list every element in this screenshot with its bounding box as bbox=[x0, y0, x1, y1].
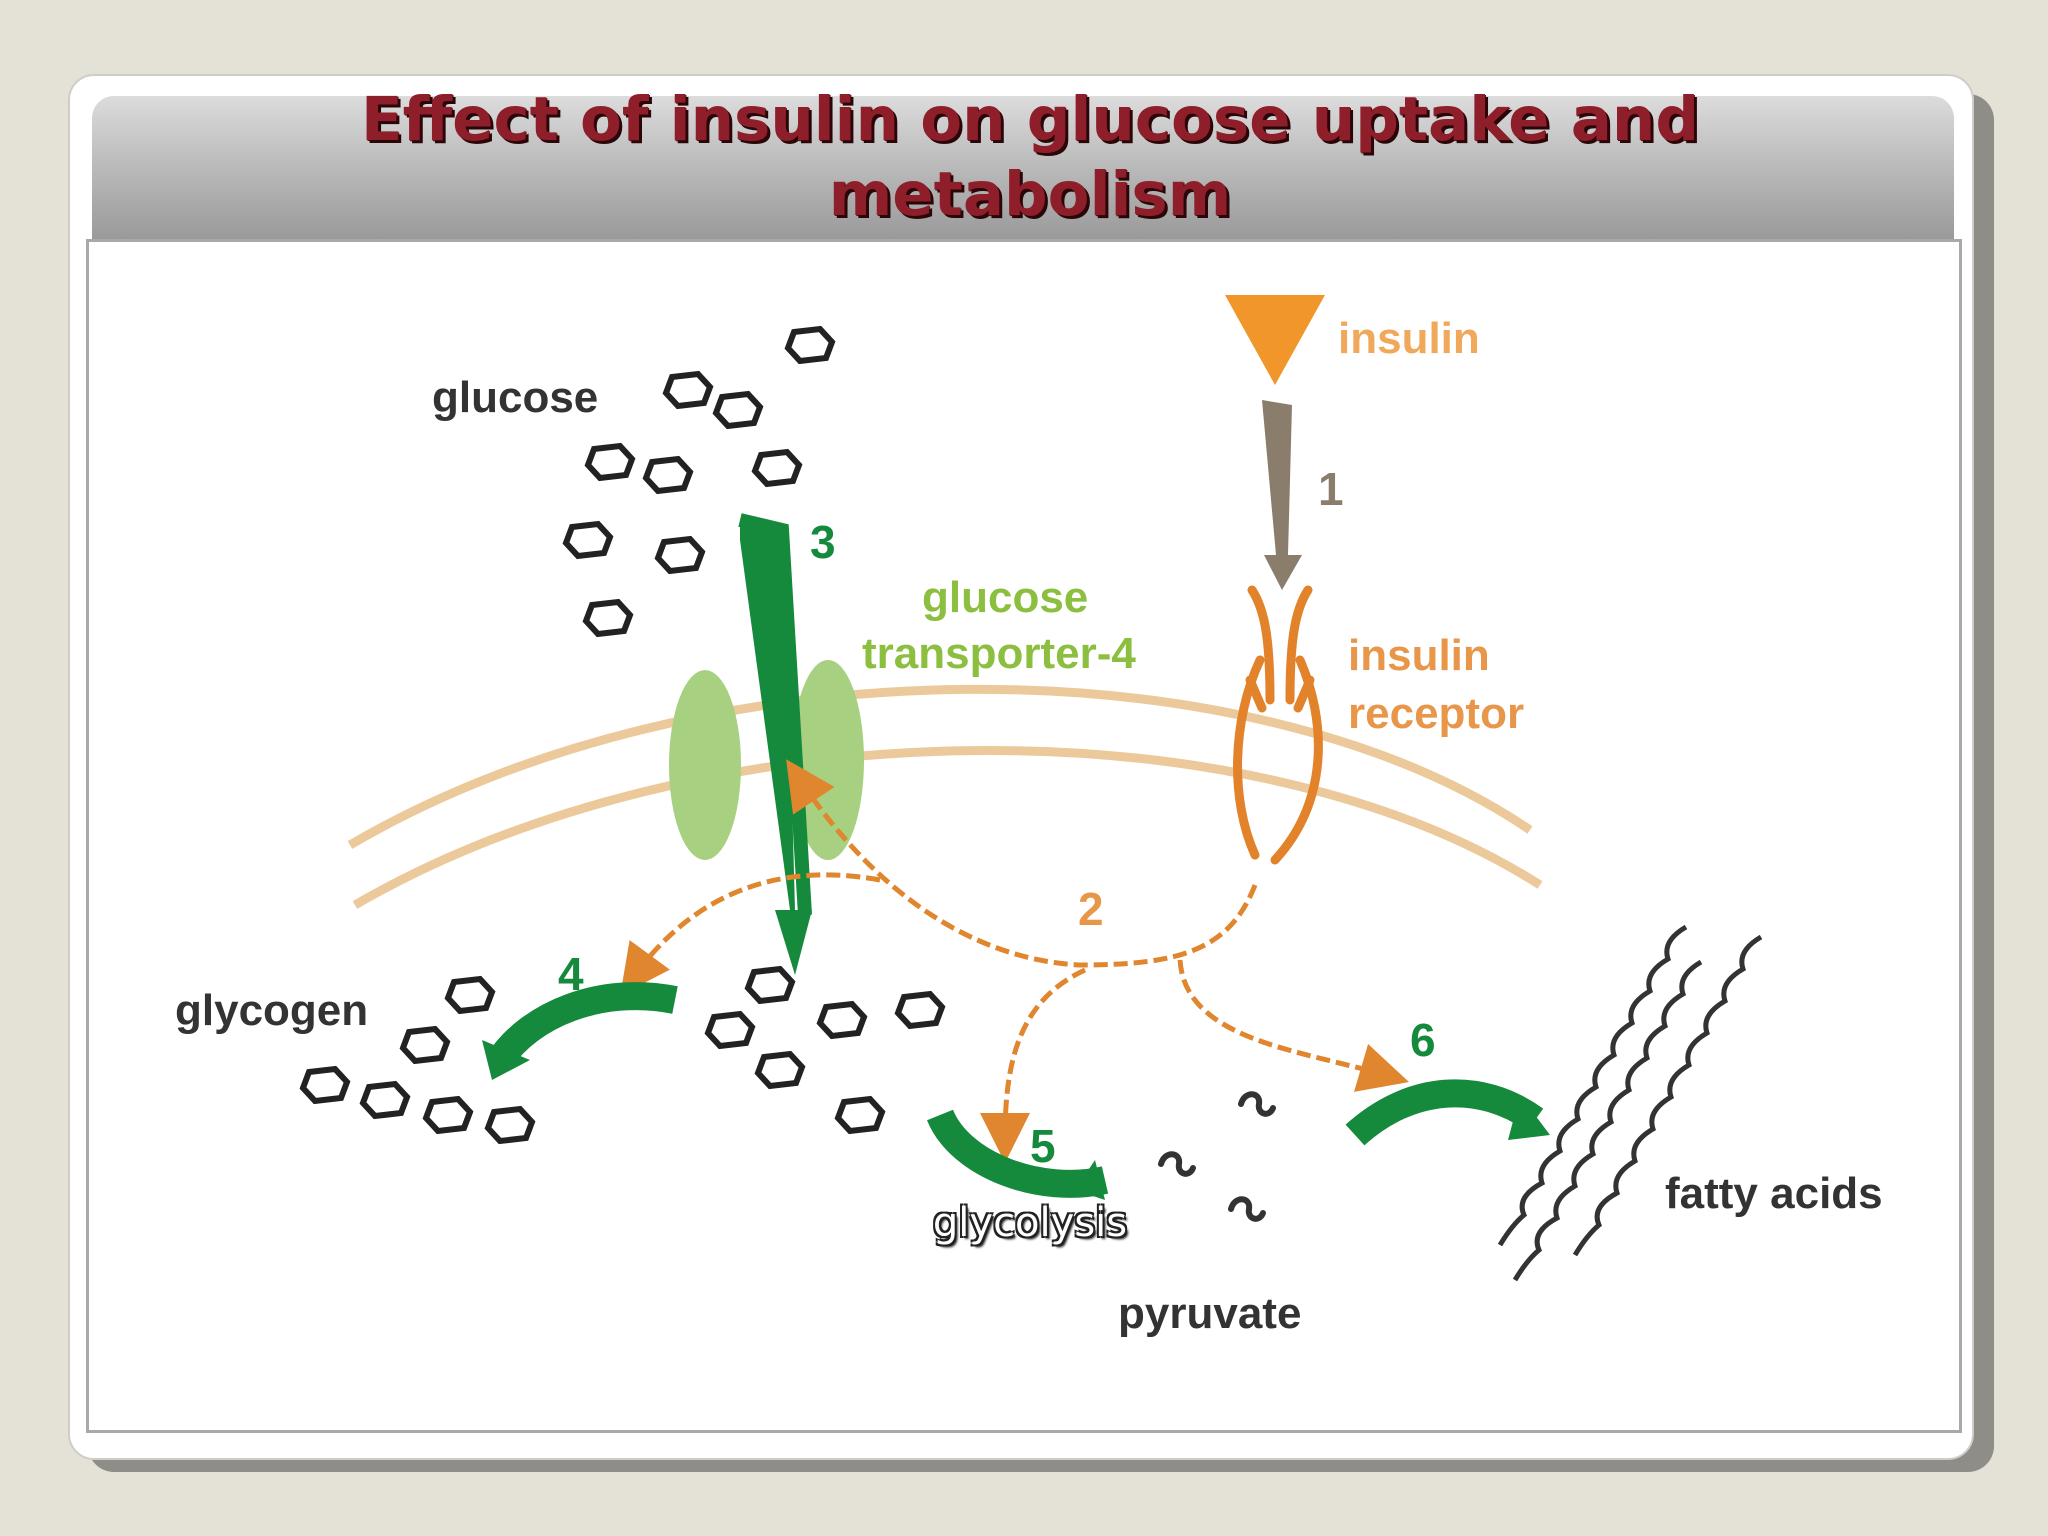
glut4-label-line2: transporter-4 bbox=[862, 629, 1136, 678]
glut4-label-line1: glucose bbox=[922, 573, 1088, 622]
step-5-arrow bbox=[927, 1108, 1109, 1200]
glycogen-label: glycogen bbox=[175, 986, 368, 1035]
step-6-arrow bbox=[1345, 1079, 1550, 1146]
step-4-arrow bbox=[482, 982, 678, 1080]
glucose-molecules-inside bbox=[708, 969, 942, 1131]
insulin-receptor-label-line2: receptor bbox=[1348, 689, 1524, 738]
step-6-number: 6 bbox=[1410, 1014, 1436, 1066]
step-5-number: 5 bbox=[1030, 1120, 1056, 1172]
step-3-number: 3 bbox=[810, 516, 836, 568]
fatty-acids-label: fatty acids bbox=[1665, 1169, 1883, 1218]
glycolysis-caption: glycolysis bbox=[932, 1200, 1128, 1246]
diagram-frame bbox=[86, 239, 1962, 1433]
pyruvate-label: pyruvate bbox=[1118, 1289, 1301, 1338]
step-1-number: 1 bbox=[1318, 463, 1344, 515]
insulin-receptor-label-line1: insulin bbox=[1348, 631, 1490, 680]
title-bar bbox=[92, 96, 1954, 239]
insulin-label: insulin bbox=[1338, 314, 1480, 363]
glucose-label: glucose bbox=[432, 373, 598, 422]
step-1-arrow bbox=[1262, 400, 1302, 590]
step-3-arrow bbox=[740, 520, 812, 975]
step-4-number: 4 bbox=[558, 948, 584, 1000]
step-2-signal-paths bbox=[620, 759, 1409, 1163]
insulin-icon bbox=[1225, 295, 1325, 385]
step-2-number: 2 bbox=[1078, 883, 1104, 935]
slide-title: Effect of insulin on glucose uptake and … bbox=[360, 84, 1699, 230]
cell-membrane bbox=[347, 684, 1543, 909]
insulin-receptor bbox=[1233, 585, 1323, 865]
fatty-acid-chains bbox=[1497, 924, 1763, 1282]
